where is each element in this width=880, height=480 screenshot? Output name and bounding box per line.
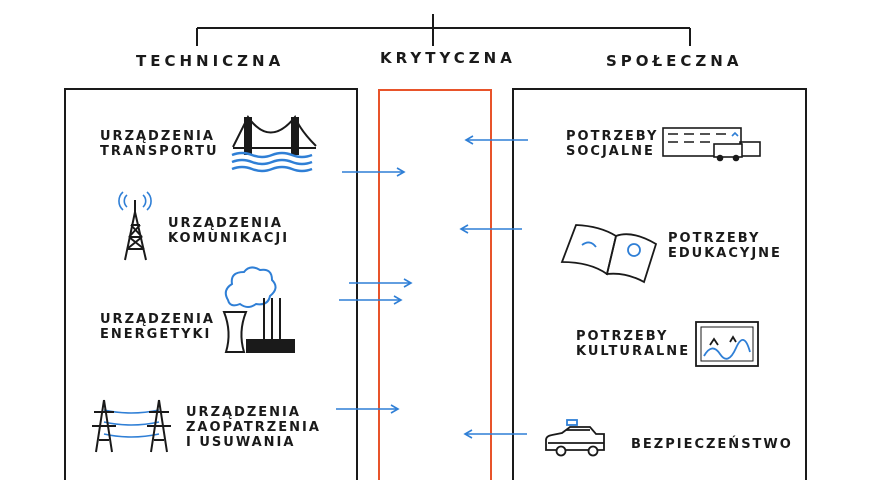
book-icon [560,224,658,284]
police-car-icon [545,419,605,457]
power-line-icon [92,399,171,453]
bridge-icon [231,115,317,173]
header-krytyczna: Krytyczna [380,49,516,67]
spoleczna-box [512,88,807,480]
header-spoleczna: Społeczna [606,52,743,70]
radio-tower-icon [118,191,152,261]
header-techniczna: Techniczna [136,52,285,70]
krytyczna-box [378,89,492,480]
label-transport: URZĄDZENIA TRANSPORTU [100,129,219,159]
power-plant-icon [222,266,295,353]
top-bracket [196,14,691,46]
painting-icon [695,321,759,367]
hospital-icon [662,127,761,162]
label-energetyka: URZĄDZENIA ENERGETYKI [100,312,215,342]
techniczna-box [64,88,358,480]
label-kulturalne: POTRZEBY KULTURALNE [576,329,691,359]
label-socjalne: POTRZEBY SOCJALNE [566,129,659,159]
label-zaopatrzenie: URZĄDZENIA ZAOPATRZENIA I USUWANIA [186,405,321,450]
label-edukacyjne: POTRZEBY EDUKACYJNE [668,231,782,261]
label-bezpieczenstwo: BEZPIECZEŃSTWO [631,437,793,452]
label-komunikacja: URZĄDZENIA KOMUNIKACJI [168,216,290,246]
